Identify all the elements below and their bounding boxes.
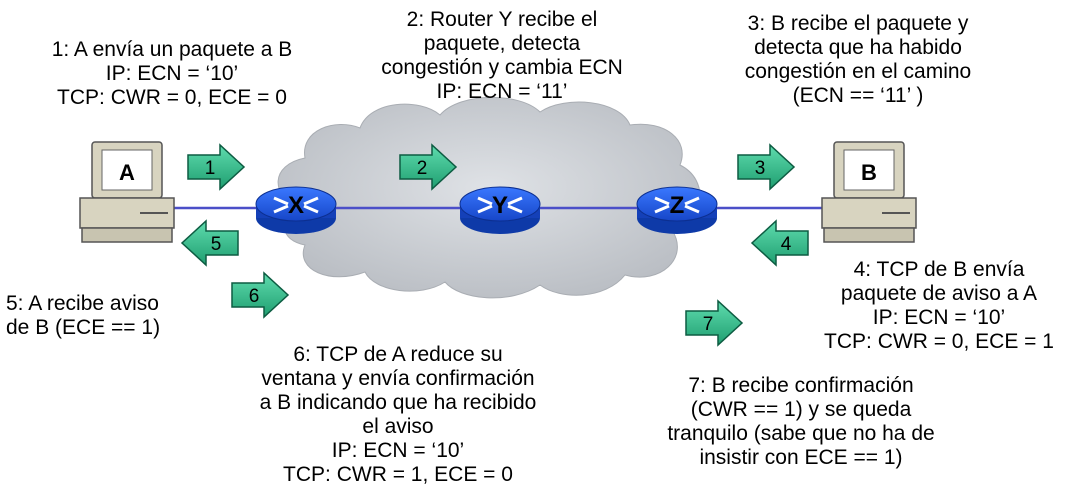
- arrow-3-icon: 3: [737, 143, 796, 191]
- step-6-line: el aviso: [362, 415, 434, 438]
- step-3-line: congestión en el camino: [744, 60, 972, 83]
- step-1-line: IP: ECN = ‘10’: [105, 62, 239, 85]
- arrow-1-label: 1: [205, 158, 216, 179]
- arrow-5-label: 5: [211, 234, 222, 255]
- host-b-label: B: [861, 160, 877, 185]
- host-a-label: A: [119, 160, 135, 185]
- step-3-line: detecta que ha habido: [754, 36, 962, 59]
- step-5-note: 5: A recibe aviso de B (ECE == 1): [6, 292, 206, 340]
- step-2-line: 2: Router Y recibe el: [406, 8, 598, 31]
- router-z-label: Z: [670, 192, 685, 219]
- step-4-line: 4: TCP de B envía: [853, 258, 1025, 281]
- arrow-4-icon: 4: [750, 219, 809, 267]
- arrow-3-label: 3: [755, 158, 766, 179]
- step-6-line: IP: ECN = ‘10’: [331, 439, 465, 462]
- step-5-line: de B (ECE == 1): [6, 316, 161, 339]
- router-x-label: X: [288, 192, 304, 219]
- step-6-line: 6: TCP de A reduce su: [293, 343, 503, 366]
- step-4-line: paquete de aviso a A: [840, 282, 1038, 305]
- computer-a-icon: A: [79, 141, 175, 243]
- step-3-line: 3: B recibe el paquete y: [747, 12, 969, 35]
- step-3-note: 3: B recibe el paquete y detecta que ha …: [708, 12, 1008, 108]
- router-y-icon: Y: [459, 186, 541, 234]
- arrow-6-label: 6: [249, 286, 260, 307]
- router-z-icon: Z: [636, 186, 718, 234]
- step-7-line: insistir con ECE == 1): [699, 446, 903, 469]
- arrow-7-icon: 7: [685, 299, 744, 347]
- step-7-line: 7: B recibe confirmación: [688, 374, 914, 397]
- router-x-icon: X: [255, 186, 337, 234]
- step-6-note: 6: TCP de A reduce su ventana y envía co…: [228, 343, 568, 487]
- arrow-1-icon: 1: [187, 143, 246, 191]
- step-7-note: 7: B recibe confirmación (CWR == 1) y se…: [636, 374, 966, 470]
- step-7-line: tranquilo (sabe que no ha de: [667, 422, 935, 445]
- arrow-2-icon: 2: [399, 143, 458, 191]
- step-1-line: TCP: CWR = 0, ECE = 0: [57, 86, 287, 109]
- arrow-2-label: 2: [417, 158, 428, 179]
- step-2-line: IP: ECN = ‘11’: [436, 80, 568, 103]
- arrow-7-label: 7: [703, 314, 714, 335]
- step-6-line: TCP: CWR = 1, ECE = 0: [283, 463, 513, 486]
- arrow-5-icon: 5: [180, 219, 239, 267]
- router-y-label: Y: [492, 192, 508, 219]
- step-2-line: congestión y cambia ECN: [381, 56, 623, 79]
- computer-b-icon: B: [821, 141, 917, 243]
- step-2-line: paquete, detecta: [423, 32, 581, 55]
- step-2-note: 2: Router Y recibe el paquete, detecta c…: [352, 8, 652, 104]
- step-4-line: IP: ECN = ‘10’: [872, 306, 1006, 329]
- step-4-note: 4: TCP de B envía paquete de aviso a A I…: [808, 258, 1070, 354]
- arrow-6-icon: 6: [231, 271, 290, 319]
- step-3-line: (ECN == ‘11’ ): [792, 84, 924, 107]
- step-5-line: 5: A recibe aviso: [6, 292, 159, 315]
- arrow-4-label: 4: [781, 234, 792, 255]
- step-1-line: 1: A envía un paquete a B: [51, 38, 293, 61]
- step-4-line: TCP: CWR = 0, ECE = 1: [824, 330, 1054, 353]
- step-6-line: ventana y envía confirmación: [261, 367, 535, 390]
- step-6-line: a B indicando que ha recibido: [259, 391, 537, 414]
- step-7-line: (CWR == 1) y se queda: [690, 398, 912, 421]
- step-1-note: 1: A envía un paquete a B IP: ECN = ‘10’…: [22, 38, 322, 110]
